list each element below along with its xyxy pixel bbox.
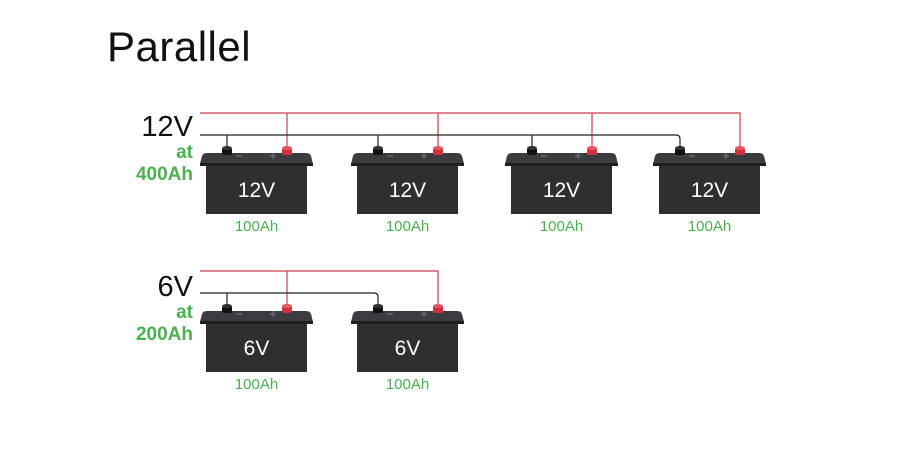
negative-terminal: [222, 148, 232, 155]
battery-icon: 12V 100Ah: [653, 146, 766, 235]
system-at: at: [176, 302, 193, 323]
negative-terminal: [675, 148, 685, 155]
negative-bus-wire: [200, 134, 681, 147]
battery-capacity-label: 100Ah: [386, 218, 429, 235]
battery-voltage-label: 12V: [238, 179, 275, 202]
battery-lid: [351, 153, 464, 164]
page-title: Parallel: [107, 23, 252, 70]
battery-rim: [505, 163, 618, 166]
battery-lid: [653, 153, 766, 164]
system-voltage: 6V: [157, 271, 193, 303]
battery-body: [659, 166, 760, 214]
battery-capacity-label: 100Ah: [235, 218, 278, 235]
negative-terminal-cap: [675, 146, 685, 150]
battery-icon: 6V 100Ah: [351, 304, 464, 393]
negative-terminal: [373, 306, 383, 313]
negative-terminal-cap: [222, 304, 232, 308]
positive-bus-wire: [200, 112, 741, 147]
battery-voltage-label: 6V: [244, 337, 270, 360]
negative-bus-wire: [200, 292, 379, 305]
negative-terminal: [222, 306, 232, 313]
battery-voltage-label: 12V: [691, 179, 728, 202]
battery-body: [511, 166, 612, 214]
battery-capacity-label: 100Ah: [235, 376, 278, 393]
positive-terminal-cap: [282, 146, 292, 150]
negative-terminal: [373, 148, 383, 155]
battery-body: [357, 324, 458, 372]
system-voltage: 12V: [141, 111, 193, 143]
battery-rim: [200, 163, 313, 166]
battery-body: [206, 324, 307, 372]
battery-voltage-label: 12V: [389, 179, 426, 202]
system-at: at: [176, 142, 193, 163]
battery-icon: 12V 100Ah: [200, 146, 313, 235]
negative-terminal: [527, 148, 537, 155]
battery-lid: [200, 311, 313, 322]
negative-terminal-cap: [527, 146, 537, 150]
positive-terminal-cap: [282, 304, 292, 308]
battery-body: [357, 166, 458, 214]
battery-lid: [351, 311, 464, 322]
positive-terminal-cap: [735, 146, 745, 150]
battery-lid: [505, 153, 618, 164]
negative-terminal-cap: [373, 304, 383, 308]
battery-rim: [351, 163, 464, 166]
battery-rim: [351, 321, 464, 324]
battery-icon: 6V 100Ah: [200, 304, 313, 393]
battery-rim: [200, 321, 313, 324]
positive-terminal-cap: [433, 146, 443, 150]
battery-rim: [653, 163, 766, 166]
battery-row: 12V 100Ah 12V 100Ah 12V 100Ah 12V 100Ah: [200, 112, 766, 235]
positive-terminal: [282, 306, 292, 313]
negative-terminal-cap: [222, 146, 232, 150]
battery-icon: 12V 100Ah: [505, 146, 618, 235]
system-label-6v: 6V at 200Ah: [135, 271, 193, 345]
positive-bus-wire: [200, 270, 439, 305]
battery-capacity-label: 100Ah: [688, 218, 731, 235]
system-label-12v: 12V at 400Ah: [135, 111, 193, 185]
positive-terminal-cap: [433, 304, 443, 308]
positive-terminal: [735, 148, 745, 155]
battery-voltage-label: 12V: [543, 179, 580, 202]
system-capacity: 200Ah: [135, 324, 193, 345]
positive-terminal: [433, 148, 443, 155]
battery-capacity-label: 100Ah: [386, 376, 429, 393]
battery-capacity-label: 100Ah: [540, 218, 583, 235]
system-capacity: 400Ah: [135, 164, 193, 185]
battery-voltage-label: 6V: [395, 337, 421, 360]
battery-body: [206, 166, 307, 214]
positive-terminal: [282, 148, 292, 155]
positive-terminal: [587, 148, 597, 155]
positive-terminal: [433, 306, 443, 313]
battery-row: 6V 100Ah 6V 100Ah: [200, 270, 464, 393]
battery-lid: [200, 153, 313, 164]
negative-terminal-cap: [373, 146, 383, 150]
battery-icon: 12V 100Ah: [351, 146, 464, 235]
positive-terminal-cap: [587, 146, 597, 150]
